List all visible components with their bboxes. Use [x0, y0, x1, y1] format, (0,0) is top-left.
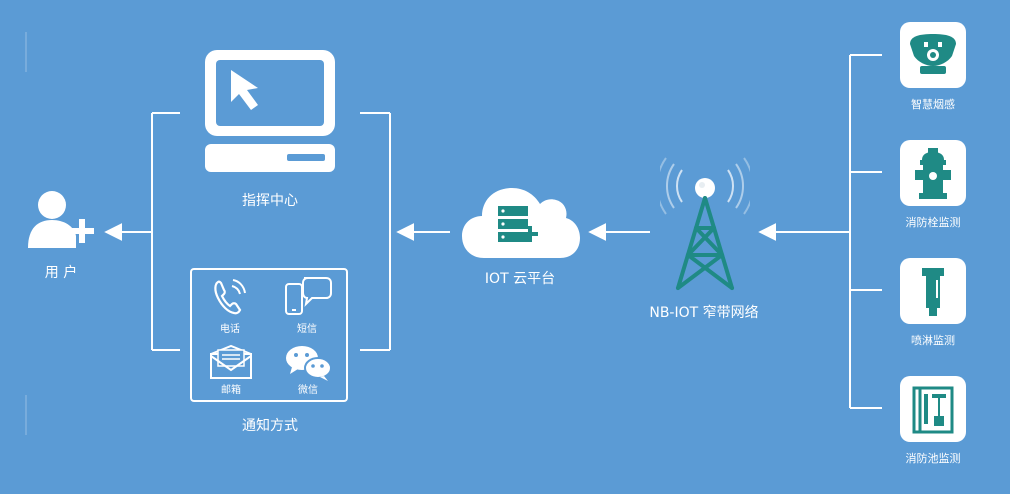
- smoke-detector-icon: [910, 34, 956, 74]
- sensor-label: 喷淋监测: [911, 334, 955, 347]
- notify-item-label: 电话: [220, 324, 240, 335]
- phone-icon: [214, 279, 246, 315]
- notify-item-label: 短信: [297, 324, 317, 335]
- cloud-server-icon: [462, 188, 580, 258]
- signal-tower-icon: [660, 157, 750, 290]
- sensor-tile-hydrant: [900, 140, 966, 206]
- command-center-label: 指挥中心: [242, 193, 298, 209]
- user-label: 用 户: [44, 265, 78, 281]
- notify-box: [190, 268, 348, 402]
- notify-item-label: 微信: [298, 385, 318, 396]
- add-user-icon: [28, 191, 94, 248]
- sensor-label: 消防栓监测: [905, 216, 961, 229]
- right-bracket: [360, 112, 391, 351]
- fire-hydrant-icon: [915, 148, 951, 199]
- wechat-icon: [286, 346, 332, 381]
- sms-icon: [285, 277, 332, 315]
- sensors-bracket: [849, 54, 882, 409]
- left-bracket: [151, 112, 180, 351]
- notify-item-label: 邮箱: [221, 385, 241, 396]
- sensor-tile-sprinkler: [900, 258, 966, 324]
- sensor-label: 智慧烟感: [911, 98, 955, 111]
- monitor-cursor-icon: [205, 50, 335, 172]
- notify-label: 通知方式: [242, 418, 298, 434]
- mail-icon: [210, 344, 252, 379]
- sprinkler-icon: [922, 268, 944, 316]
- network-label: NB-IOT 窄带网络: [649, 305, 759, 321]
- sensor-tile-pool: [900, 376, 966, 442]
- cloud-label: IOT 云平台: [484, 271, 556, 287]
- fire-pool-icon: [912, 386, 954, 434]
- sensor-tile-smoke: [900, 22, 966, 88]
- sensor-label: 消防池监测: [905, 452, 961, 465]
